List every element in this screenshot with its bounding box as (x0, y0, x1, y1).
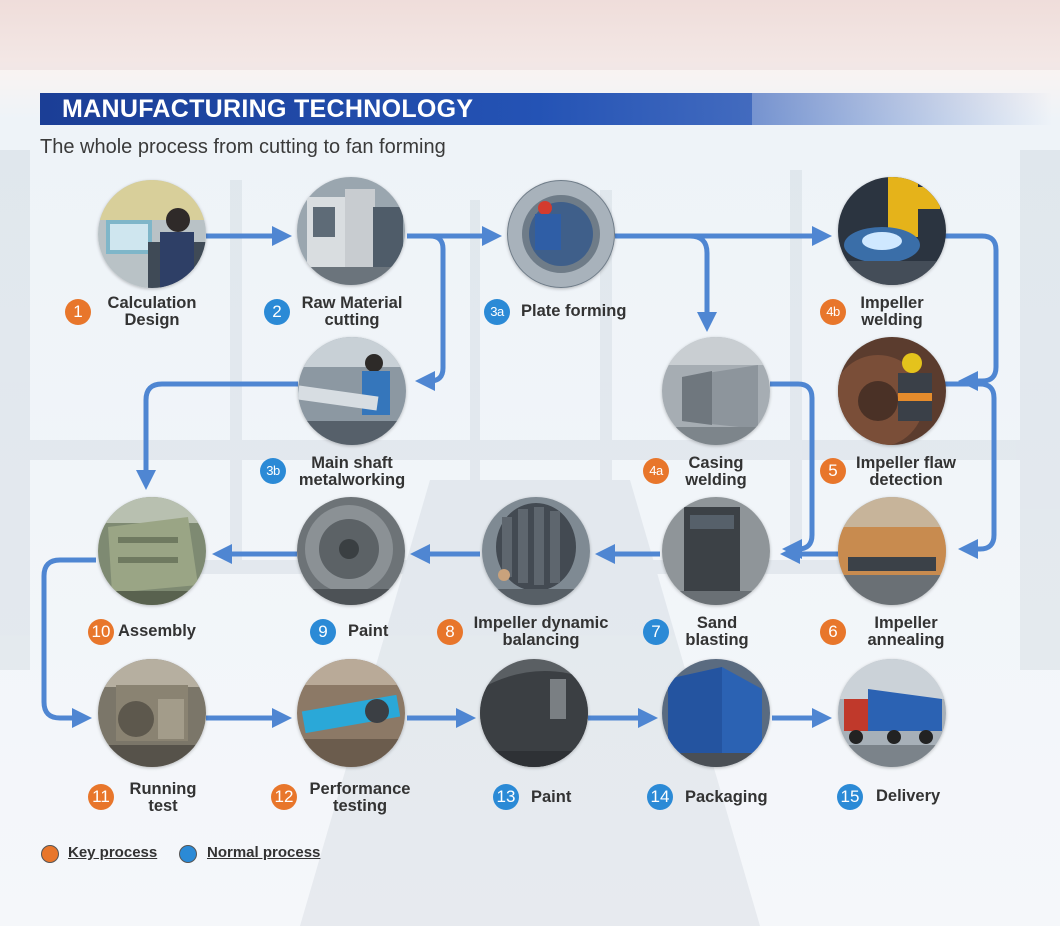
header-bar (40, 93, 1052, 125)
step-14-photo (662, 659, 770, 767)
step-3a-label: Plate forming (521, 302, 627, 320)
step-4a-photo (662, 337, 770, 445)
step-9-label: Paint (348, 622, 389, 640)
step-13-photo (480, 659, 588, 767)
step-3a-badge: 3a (484, 299, 510, 325)
step-3a-photo (507, 180, 615, 288)
step-11-photo (98, 659, 206, 767)
step-13-label: Paint (531, 788, 572, 806)
step-2-photo (297, 177, 405, 285)
legend-key-label: Key process (68, 844, 158, 861)
legend-normal-label: Normal process (207, 844, 321, 861)
legend-key-dot (41, 845, 59, 863)
step-6-photo (838, 497, 946, 605)
page-title: MANUFACTURING TECHNOLOGY (62, 95, 474, 123)
step-14-label: Packaging (685, 788, 768, 806)
step-10-badge: 10 (88, 619, 114, 645)
arrow-3b-to-10 (136, 381, 298, 490)
step-12-photo (297, 659, 405, 767)
step-3b-photo (298, 337, 406, 445)
step-15-badge: 15 (837, 784, 863, 810)
legend-normal-dot (179, 845, 197, 863)
arrow-4a-to-7 (770, 381, 815, 559)
step-14-badge: 14 (647, 784, 673, 810)
step-10-label: Assembly (118, 622, 196, 640)
step-15-label: Delivery (876, 787, 941, 805)
step-13-badge: 13 (493, 784, 519, 810)
step-4a-badge: 4a (643, 458, 669, 484)
arrow-3a-to-4a (689, 233, 717, 332)
step-5-badge: 5 (820, 458, 846, 484)
step-1-badge: 1 (65, 299, 91, 325)
step-4b-badge: 4b (820, 299, 846, 325)
step-8-photo (482, 497, 590, 605)
step-11-badge: 11 (88, 784, 114, 810)
arrow-10-to-11 (41, 557, 96, 728)
step-1-photo (98, 180, 206, 288)
arrow-5-to-6 (945, 381, 997, 559)
step-9-badge: 9 (310, 619, 336, 645)
step-15-photo (838, 659, 946, 767)
step-10-photo (98, 497, 206, 605)
step-12-badge: 12 (271, 784, 297, 810)
step-3b-badge: 3b (260, 458, 286, 484)
step-6-badge: 6 (820, 619, 846, 645)
step-8-badge: 8 (437, 619, 463, 645)
arrow-4b-to-5 (945, 233, 999, 391)
page-subtitle: The whole process from cutting to fan fo… (40, 136, 446, 158)
step-4b-photo (838, 177, 946, 285)
step-7-badge: 7 (643, 619, 669, 645)
step-7-photo (662, 497, 770, 605)
step-9-photo (297, 497, 405, 605)
arrow-2-to-3b (407, 233, 446, 391)
step-5-photo (838, 337, 946, 445)
step-2-badge: 2 (264, 299, 290, 325)
